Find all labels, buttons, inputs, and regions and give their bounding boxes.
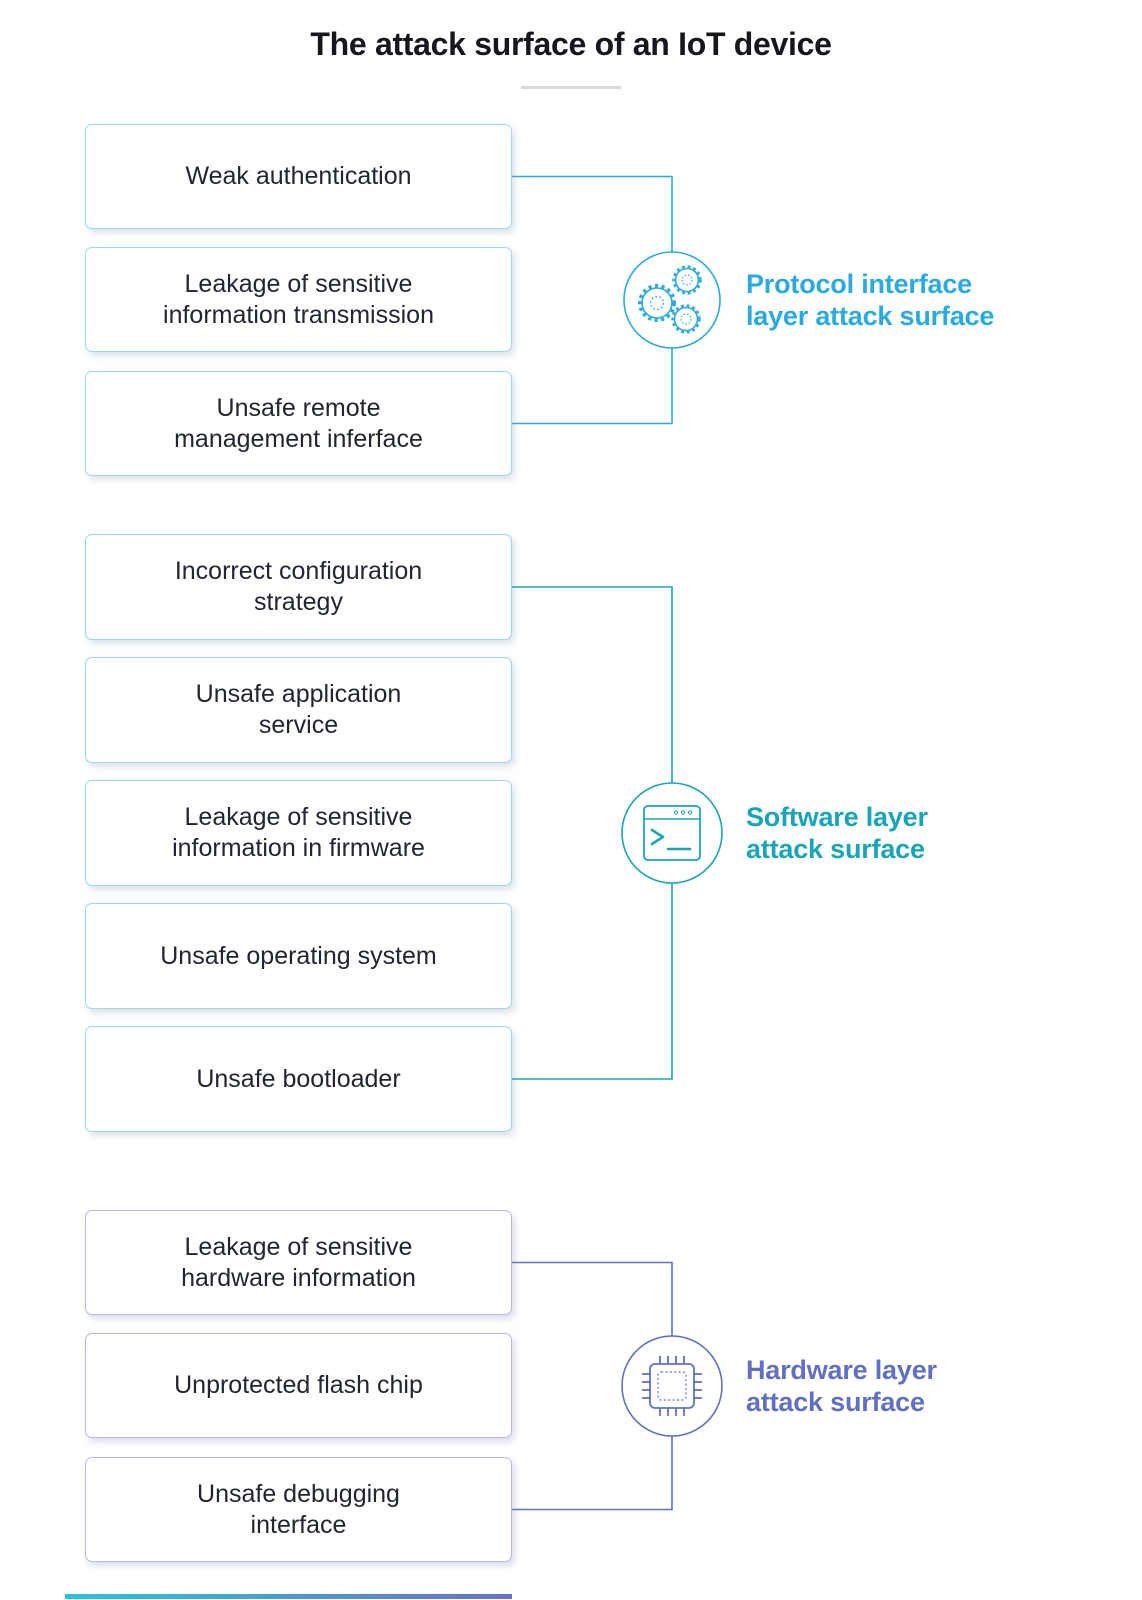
title-divider	[521, 86, 621, 89]
box-leakage-hardware-information: Leakage of sensitive hardware informatio…	[85, 1210, 512, 1315]
bottom-gradient-bar	[65, 1594, 512, 1599]
box-unprotected-flash-chip: Unprotected flash chip	[85, 1333, 512, 1438]
box-label-line: service	[258, 711, 339, 739]
box-label-line: Unsafe bootloader	[196, 1064, 401, 1093]
page-title: The attack surface of an IoT device	[310, 26, 832, 62]
gears-icon	[623, 251, 721, 349]
terminal-icon	[621, 782, 723, 884]
box-label-line: information in firmware	[172, 834, 425, 862]
layer-label-line: layer attack surface	[746, 301, 995, 331]
box-label-line: Leakage of sensitive	[184, 269, 413, 298]
chip-icon	[621, 1335, 723, 1437]
box-label-line: Unsafe remote	[216, 393, 381, 422]
hardware-layer-label: Hardware layer attack surface	[746, 1354, 937, 1418]
box-incorrect-configuration-strategy: Incorrect configuration strategy	[85, 534, 512, 640]
layer-label-line: Protocol interface	[746, 269, 972, 299]
box-unsafe-bootloader: Unsafe bootloader	[85, 1026, 512, 1132]
layer-label-line: Software layer	[746, 802, 928, 832]
box-unsafe-debugging-interface: Unsafe debugging interface	[85, 1457, 512, 1562]
box-leakage-information-transmission: Leakage of sensitive information transmi…	[85, 247, 512, 352]
box-label-line: Weak authentication	[185, 162, 412, 190]
box-leakage-information-in-firmware: Leakage of sensitive information in firm…	[85, 780, 512, 886]
box-unsafe-remote-management-interface: Unsafe remote management inferface	[85, 371, 512, 476]
layer-label-line: Hardware layer	[746, 1355, 937, 1385]
protocol-layer-label: Protocol interface layer attack surface	[746, 268, 994, 332]
box-label-line: Unsafe debugging	[197, 1479, 400, 1508]
box-weak-authentication: Weak authentication	[85, 124, 512, 229]
box-label-line: Unprotected flash chip	[174, 1371, 423, 1399]
box-label-line: information transmission	[163, 300, 434, 329]
box-unsafe-operating-system: Unsafe operating system	[85, 903, 512, 1009]
box-unsafe-application-service: Unsafe application service	[85, 657, 512, 763]
layer-label-line: attack surface	[746, 834, 925, 864]
box-label-line: Leakage of sensitive	[184, 803, 413, 831]
box-label-line: interface	[250, 1510, 347, 1539]
box-label-line: Unsafe application	[195, 680, 402, 708]
box-label-line: hardware information	[181, 1263, 416, 1292]
box-label-line: management inferface	[174, 424, 423, 453]
box-label-line: Incorrect configuration	[174, 557, 423, 585]
software-layer-label: Software layer attack surface	[746, 801, 928, 865]
layer-label-line: attack surface	[746, 1387, 925, 1417]
box-label-line: Leakage of sensitive	[184, 1232, 413, 1261]
box-label-line: strategy	[254, 588, 343, 616]
box-label-line: Unsafe operating system	[160, 941, 437, 970]
